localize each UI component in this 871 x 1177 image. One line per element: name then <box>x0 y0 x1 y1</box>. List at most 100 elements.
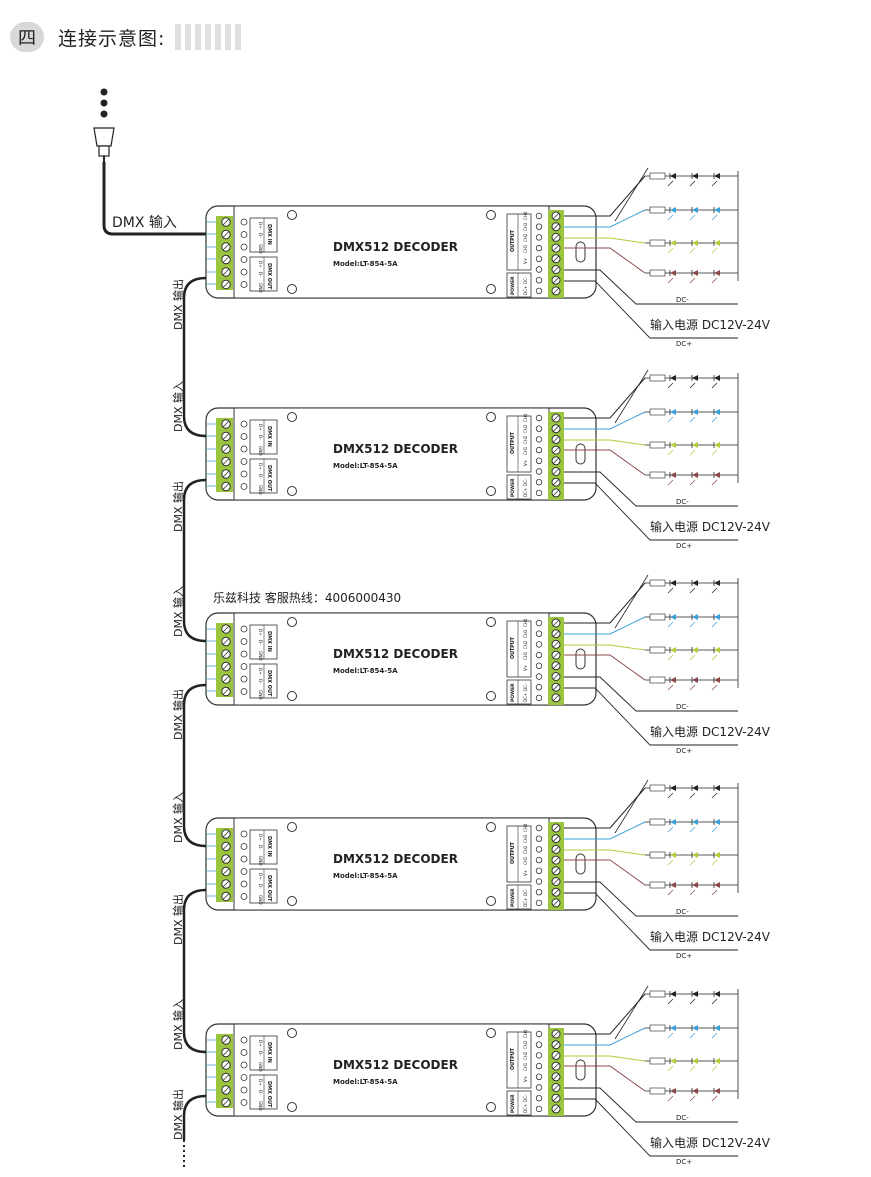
led-diode-icon <box>670 173 676 179</box>
resistor-icon <box>649 1024 666 1032</box>
mount-hole-icon <box>287 284 297 294</box>
led-ray <box>667 247 674 254</box>
channel-wire <box>564 616 646 635</box>
led-indicator-icon <box>240 843 248 850</box>
pin-label: DC- <box>523 276 528 284</box>
dmx-input-cable <box>102 162 206 236</box>
led-diode-icon <box>714 882 720 888</box>
screw-slot <box>222 458 230 465</box>
screw-slot <box>222 1049 230 1056</box>
resistor-icon <box>649 646 666 654</box>
pin-label: CH1 <box>523 244 528 253</box>
led-ray <box>667 859 674 866</box>
output-terminal-block <box>548 617 564 705</box>
led-ray <box>689 1065 696 1072</box>
decoder-title: DMX512 DECODER <box>333 1058 458 1072</box>
power-box <box>506 272 532 298</box>
pin-label: CH4 <box>523 211 528 220</box>
dc-minus-label: DC- <box>676 498 689 506</box>
led-indicator-icon <box>240 218 248 226</box>
resistor-icon <box>649 818 666 826</box>
screw-slot <box>552 223 560 230</box>
led-ray <box>667 1032 674 1039</box>
pin-label: DC+ <box>523 488 528 497</box>
screw-slot <box>222 445 230 453</box>
pin-label: D+ <box>258 463 263 470</box>
power-input-label: 输入电源 DC12V-24V <box>650 318 771 332</box>
power-input-label: 输入电源 DC12V-24V <box>650 930 771 944</box>
resistor-icon <box>649 206 666 214</box>
screw-slot <box>552 662 560 670</box>
led-indicator-icon <box>240 268 248 276</box>
led-ray <box>711 889 718 896</box>
resistor-icon <box>649 471 666 479</box>
led-ray <box>689 587 696 594</box>
dc-minus-label: DC- <box>676 1114 689 1122</box>
dmx-input-chain-label: DMX 输入 <box>172 792 185 843</box>
mount-hole-icon <box>486 896 496 906</box>
pin-label-box <box>249 419 278 455</box>
power-box <box>506 679 532 705</box>
led-ray <box>689 889 696 896</box>
dmx-chain-cable <box>182 683 207 848</box>
hotline-text: 乐兹科技 客服热线：4006000430 <box>213 591 402 605</box>
led-indicator-icon <box>240 420 248 428</box>
screw-slot <box>222 675 230 683</box>
led-diode-icon <box>692 442 698 448</box>
pin-label: D+ <box>258 873 263 880</box>
led-indicator-icon <box>535 479 543 486</box>
screw-slot <box>222 483 230 490</box>
pin-label: CH1 <box>523 651 528 660</box>
led-diode-icon <box>670 580 676 586</box>
led-indicator-icon <box>535 277 543 284</box>
led-diode-icon <box>670 375 676 381</box>
led-indicator-icon <box>535 1094 543 1102</box>
dmx-chain-cable <box>182 478 207 643</box>
dmx-input-label: DMX 输入 <box>112 215 177 231</box>
fuse-icon <box>575 648 586 670</box>
screw-slot <box>552 212 560 220</box>
resistor-icon <box>649 613 666 621</box>
led-indicator-icon <box>535 1052 543 1059</box>
screw-slot <box>552 1041 560 1048</box>
channel-wire <box>564 449 646 476</box>
led-indicator-icon <box>240 1074 248 1081</box>
channel-wire <box>564 654 646 681</box>
screw-slot <box>552 888 560 896</box>
decoder-panel <box>233 1023 550 1117</box>
screw-slot <box>222 625 230 633</box>
led-indicator-icon <box>535 641 543 648</box>
led-ray <box>689 998 696 1005</box>
dmx-terminal-block <box>216 623 233 697</box>
power-box <box>506 474 532 500</box>
led-ray <box>711 792 718 799</box>
pin-label-box <box>249 1074 278 1110</box>
led-diode-icon <box>692 647 698 653</box>
led-ray <box>689 1032 696 1039</box>
v-plus-wire <box>614 369 649 424</box>
led-indicator-icon <box>535 1062 543 1070</box>
led-indicator-icon <box>240 1049 248 1056</box>
led-ray <box>689 382 696 389</box>
screw-slot <box>222 855 230 863</box>
pin-label: DC+ <box>523 898 528 907</box>
led-indicator-icon <box>535 266 543 273</box>
pin-label: D- <box>258 845 263 850</box>
led-diode-icon <box>714 1058 720 1064</box>
led-indicator-icon <box>535 684 543 691</box>
led-ray <box>689 247 696 254</box>
dc-minus-wire <box>564 676 738 712</box>
led-ray <box>667 587 674 594</box>
screw-slot <box>552 641 560 648</box>
screw-slot <box>552 824 560 832</box>
decoder-title: DMX512 DECODER <box>333 240 458 254</box>
led-ray <box>711 214 718 221</box>
screw-slot <box>552 835 560 842</box>
led-indicator-icon <box>535 673 543 680</box>
led-ray <box>667 792 674 799</box>
pin-label: GND <box>258 690 263 700</box>
